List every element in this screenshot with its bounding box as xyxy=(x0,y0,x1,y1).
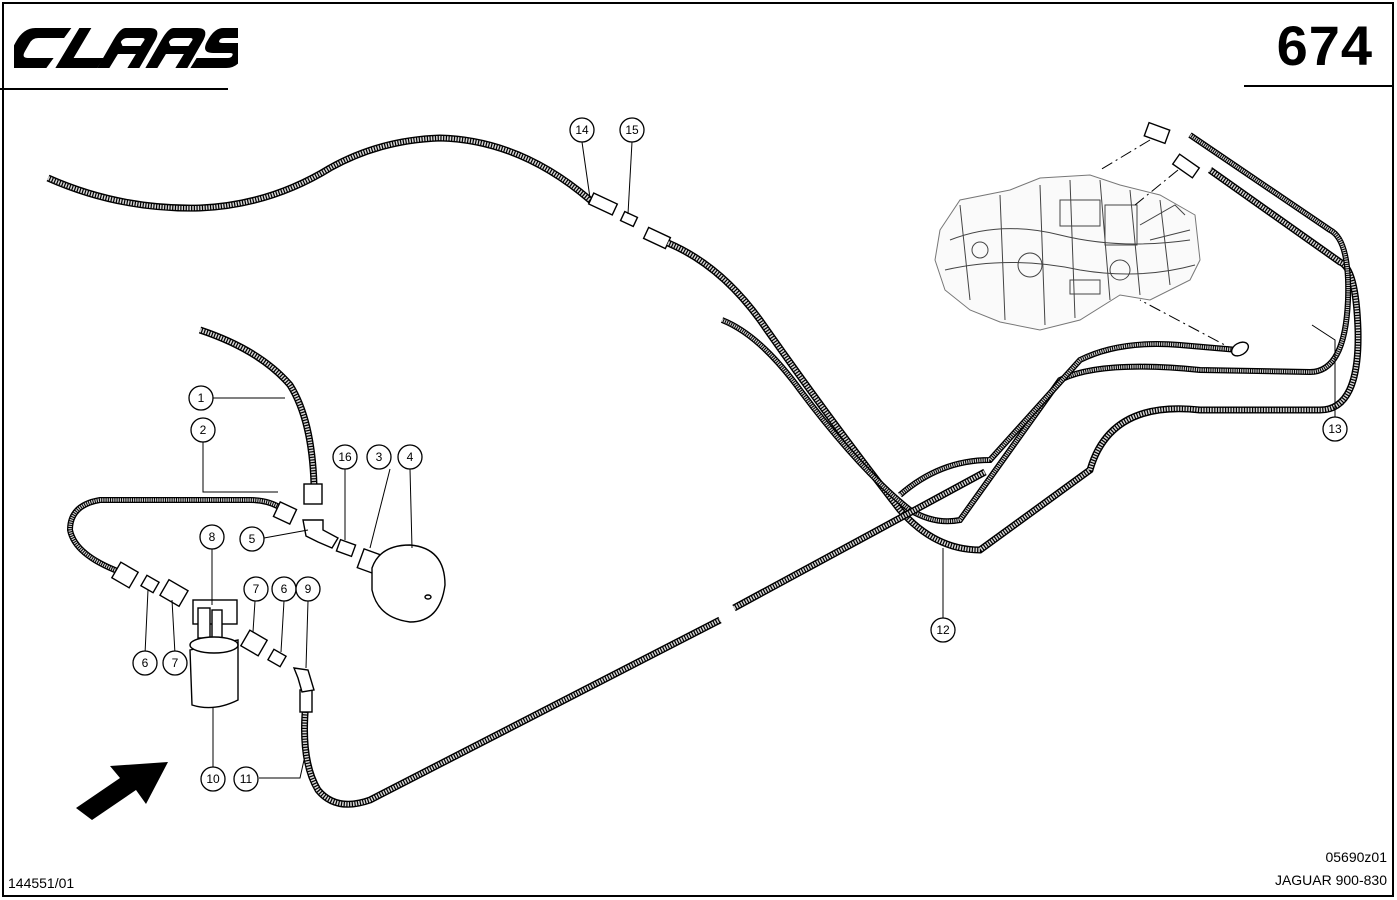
callout-1: 1 xyxy=(188,385,214,411)
header-left-rule xyxy=(0,88,228,90)
svg-text:13: 13 xyxy=(1328,422,1342,436)
svg-text:15: 15 xyxy=(625,123,639,137)
callout-6-right: 6 xyxy=(271,576,297,602)
svg-text:2: 2 xyxy=(200,423,207,437)
callout-5: 5 xyxy=(239,526,265,552)
fitting-7-right xyxy=(239,629,269,657)
hose-1 xyxy=(198,326,323,505)
svg-text:7: 7 xyxy=(172,656,179,670)
model-label: JAGUAR 900-830 xyxy=(1274,872,1387,888)
svg-text:6: 6 xyxy=(281,582,288,596)
callout-8: 8 xyxy=(199,524,225,550)
sheet-id: 144551/01 xyxy=(8,875,75,891)
tee-5 xyxy=(302,519,339,549)
svg-text:1: 1 xyxy=(198,391,205,405)
callout-2: 2 xyxy=(190,417,216,443)
fitting-7-left xyxy=(159,578,189,608)
callout-10: 10 xyxy=(200,766,226,792)
pipe-12 xyxy=(720,121,1352,525)
callout-6-left: 6 xyxy=(132,650,158,676)
callout-9: 9 xyxy=(295,576,321,602)
direction-arrow-icon xyxy=(76,762,168,820)
callout-11: 11 xyxy=(233,766,259,792)
hose-main-run xyxy=(642,153,1362,554)
callout-15: 15 xyxy=(619,117,645,143)
callout-7-left: 7 xyxy=(162,650,188,676)
callout-3: 3 xyxy=(366,444,392,470)
callout-16: 16 xyxy=(332,444,358,470)
svg-text:16: 16 xyxy=(338,450,352,464)
callout-7-right: 7 xyxy=(243,576,269,602)
svg-text:8: 8 xyxy=(209,530,216,544)
gearbox-illustration xyxy=(934,174,1201,331)
callout-13: 13 xyxy=(1322,416,1348,442)
svg-text:4: 4 xyxy=(407,450,414,464)
svg-text:3: 3 xyxy=(376,450,383,464)
header-right-rule xyxy=(1244,85,1394,87)
svg-text:14: 14 xyxy=(575,123,589,137)
svg-text:5: 5 xyxy=(249,532,256,546)
accumulator-3-4 xyxy=(356,544,446,623)
svg-text:10: 10 xyxy=(206,772,220,786)
svg-text:7: 7 xyxy=(253,582,260,596)
callout-4: 4 xyxy=(397,444,423,470)
hose-2 xyxy=(66,497,298,589)
drawing-code: 05690z01 xyxy=(1325,849,1387,865)
hose-14 xyxy=(46,134,619,216)
svg-text:12: 12 xyxy=(936,623,950,637)
fitting-6-left xyxy=(139,574,161,594)
fitting-6-right xyxy=(266,648,288,668)
callout-12: 12 xyxy=(930,617,956,643)
callout-14: 14 xyxy=(569,117,595,143)
fitting-16 xyxy=(335,538,357,558)
svg-text:9: 9 xyxy=(305,582,312,596)
svg-text:11: 11 xyxy=(240,772,253,786)
adapter-15 xyxy=(619,210,639,228)
claas-logo xyxy=(14,28,238,68)
filter-assembly xyxy=(189,599,239,709)
svg-text:6: 6 xyxy=(142,656,149,670)
page-number: 674 xyxy=(1276,14,1373,77)
elbow-9 xyxy=(292,667,315,693)
hose-11 xyxy=(299,468,987,808)
